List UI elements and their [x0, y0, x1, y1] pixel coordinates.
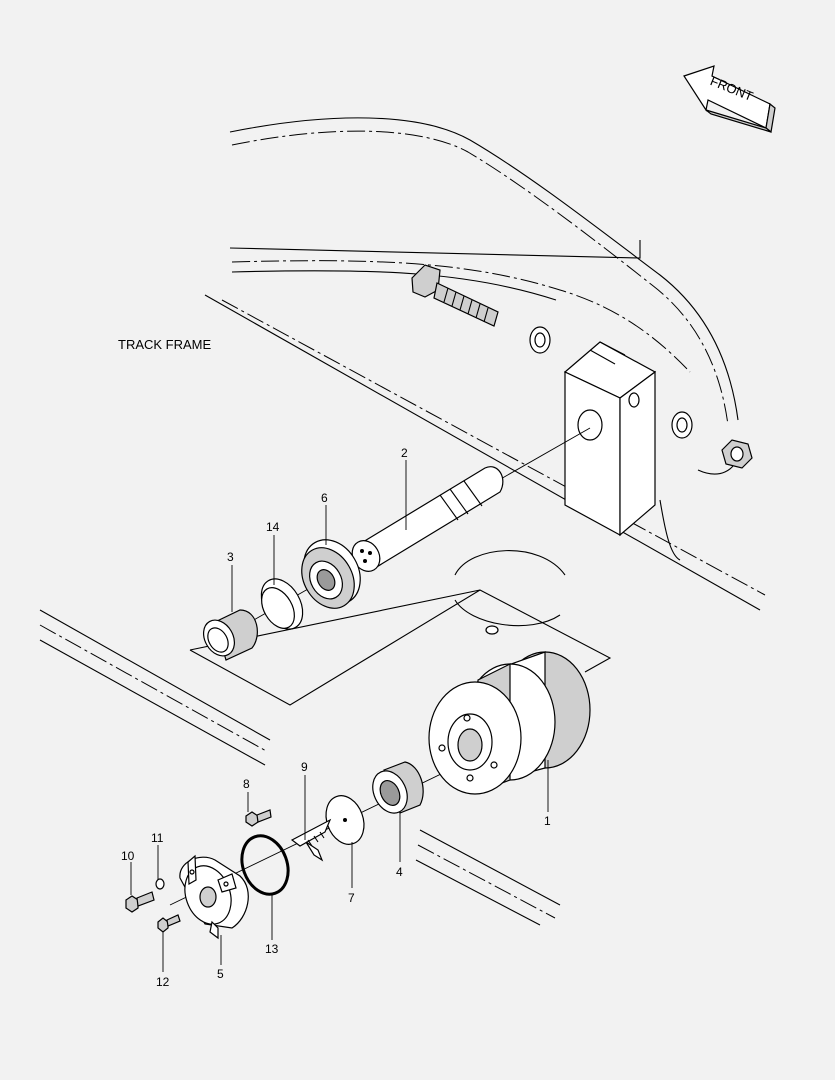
- track-frame-outline: [39, 117, 766, 926]
- callout-11: 11: [151, 831, 164, 845]
- leader-lines: [130, 460, 549, 972]
- track-frame-label: TRACK FRAME: [118, 337, 212, 352]
- roller-part-1: [428, 651, 591, 795]
- shaft-part-2: [351, 466, 504, 572]
- callout-3: 3: [227, 550, 234, 564]
- washer-part-11: [155, 878, 165, 890]
- lockplate-part-9: [290, 818, 332, 862]
- callout-4: 4: [396, 865, 403, 879]
- callout-9: 9: [301, 760, 308, 774]
- front-arrow: FRONT: [683, 65, 776, 134]
- endcap-part-5: [179, 854, 249, 940]
- oring-part-13: [240, 834, 290, 896]
- bushing-part-4: [372, 761, 424, 814]
- callout-8: 8: [243, 777, 250, 791]
- bushing-part-3: [202, 609, 258, 661]
- callout-1: 1: [544, 814, 551, 828]
- oring-part-14: [260, 578, 304, 630]
- callout-2: 2: [401, 446, 408, 460]
- callout-10: 10: [121, 849, 135, 863]
- bolt-part-10: [125, 891, 155, 913]
- callout-5: 5: [217, 967, 224, 981]
- callout-13: 13: [265, 942, 279, 956]
- callout-14: 14: [266, 520, 280, 534]
- bolt-part-8: [245, 809, 272, 827]
- callout-12: 12: [156, 975, 170, 989]
- callout-7: 7: [348, 891, 355, 905]
- frame-bolt: [411, 264, 753, 469]
- frame-bracket: [563, 341, 657, 537]
- bolt-part-12: [157, 914, 181, 933]
- callout-6: 6: [321, 491, 328, 505]
- washer-part-7: [325, 795, 365, 845]
- hidden-outline: [454, 550, 566, 635]
- seal-part-6: [301, 539, 361, 609]
